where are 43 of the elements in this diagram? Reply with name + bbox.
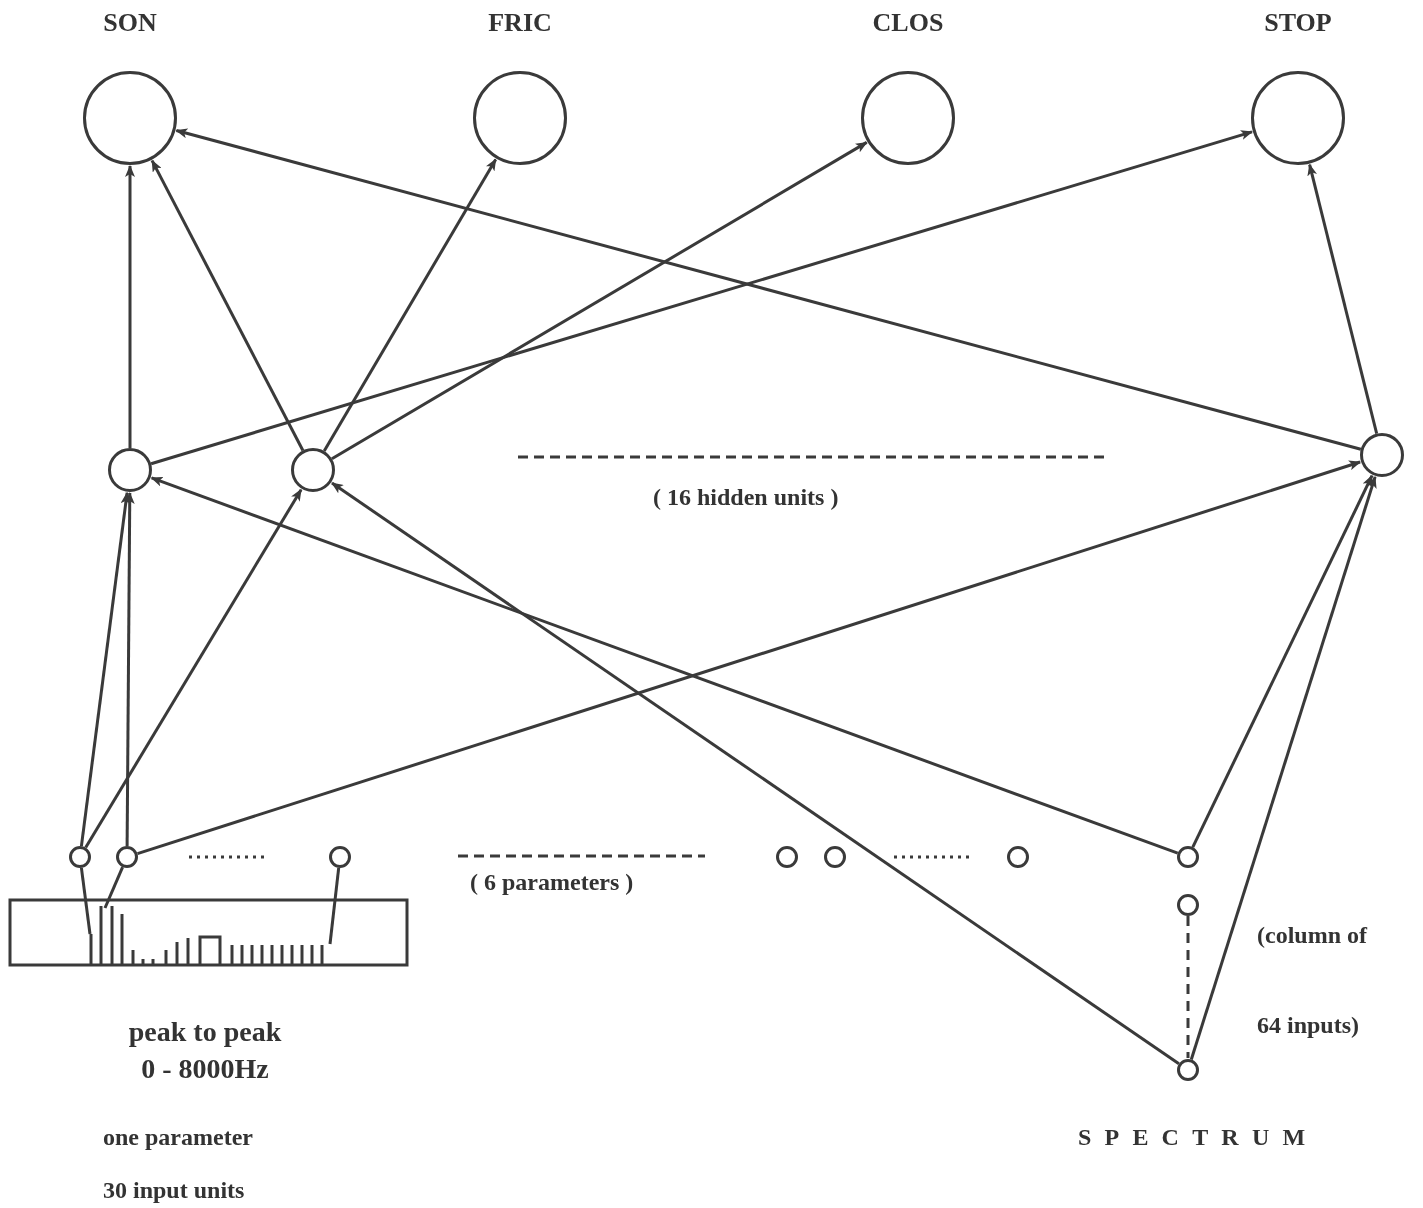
arrow: [1307, 163, 1379, 435]
caption-label: peak to peak 0 - 8000Hz: [127, 1015, 283, 1086]
input-unit-circle: [824, 846, 846, 868]
group-label: ( 6 parameters ): [470, 868, 634, 897]
hidden-unit-circle: [291, 448, 335, 492]
leader-line: [79, 867, 92, 935]
arrow: [1189, 475, 1377, 1060]
input-unit-circle: [1177, 846, 1199, 868]
arrow: [331, 481, 1180, 1066]
dashed-line: [1186, 916, 1190, 1058]
input-unit-circle: [1177, 894, 1199, 916]
caption-label: one parameter: [103, 1123, 253, 1152]
input-unit-circle: [116, 846, 138, 868]
arrow: [124, 492, 135, 846]
arrow: [137, 460, 1362, 856]
hidden-unit-circle: [108, 448, 152, 492]
arrow: [1191, 474, 1374, 848]
input-unit-circle: [1007, 846, 1029, 868]
arrow: [322, 158, 497, 452]
caption-label: 30 input units: [103, 1176, 245, 1205]
leader-line: [103, 866, 124, 909]
leader-line: [328, 867, 341, 945]
input-unit-circle: [69, 846, 91, 868]
input-unit-circle: [776, 846, 798, 868]
arrow: [79, 491, 131, 847]
arrow: [150, 159, 305, 452]
input-unit-circle: [1177, 1059, 1199, 1081]
arrow: [84, 488, 303, 849]
input-unit-circle: [329, 846, 351, 868]
unit-label: STOP: [1263, 8, 1333, 38]
spectrum-bars-drawing: [8, 898, 409, 967]
arrow: [331, 141, 868, 461]
annotation: (column of 64 inputs): [1257, 921, 1369, 1040]
unit-label: FRIC: [487, 8, 553, 38]
hidden-unit-circle: [1360, 433, 1404, 477]
group-label: ( 16 hidden units ): [653, 483, 839, 512]
arrow: [175, 128, 1362, 451]
unit-label: SON: [102, 8, 158, 38]
caption-label: SPECTRUM: [1078, 1123, 1319, 1152]
arrow: [150, 476, 1179, 855]
unit-label: CLOS: [871, 8, 945, 38]
arrow: [125, 165, 135, 448]
arrow: [150, 130, 1253, 466]
